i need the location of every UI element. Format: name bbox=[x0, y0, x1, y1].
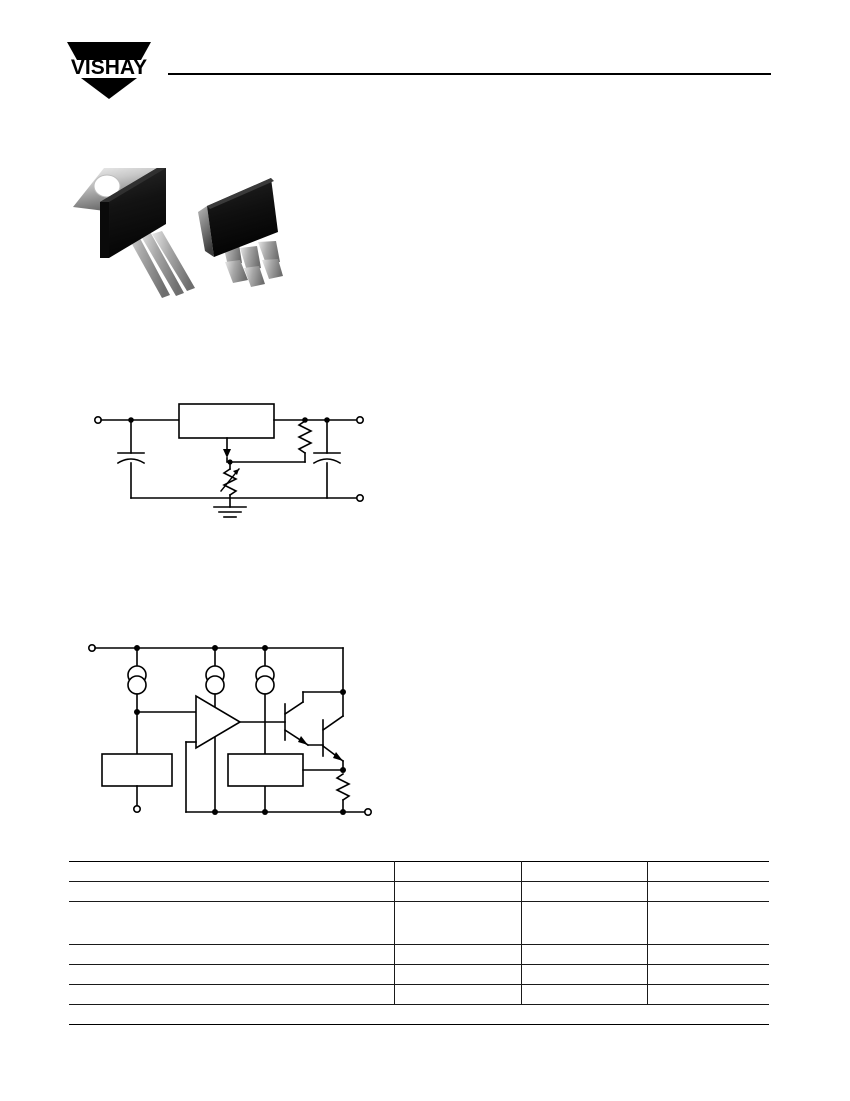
table-cell bbox=[521, 901, 648, 945]
vishay-logo: VISHAY bbox=[55, 40, 163, 100]
q2-emitter-arrow bbox=[333, 752, 343, 761]
package-photos bbox=[62, 162, 312, 310]
sense-node-dot bbox=[340, 767, 346, 773]
fixed-resistor bbox=[297, 419, 313, 455]
table-cell bbox=[394, 944, 522, 965]
header-rule bbox=[168, 73, 771, 75]
collector-node-dot bbox=[340, 689, 346, 695]
table-cell bbox=[394, 984, 522, 1005]
table-row bbox=[69, 901, 769, 945]
table-cell bbox=[647, 944, 769, 965]
table-cell bbox=[69, 861, 395, 882]
reference-block bbox=[101, 753, 173, 787]
d2pak-package bbox=[198, 178, 283, 287]
darlington-transistor-q1 bbox=[283, 691, 344, 747]
adjust-potentiometer bbox=[222, 467, 238, 497]
output-capacitor-curved-plate bbox=[312, 458, 342, 465]
typical-application-circuit bbox=[80, 395, 380, 525]
bottom-node-1 bbox=[212, 809, 218, 815]
q1-emitter-arrow bbox=[298, 736, 308, 745]
ground-return-terminal bbox=[355, 494, 364, 503]
table-cell bbox=[521, 861, 648, 882]
internal-block-diagram bbox=[80, 632, 390, 828]
table-cell bbox=[69, 964, 395, 985]
to-220-package bbox=[73, 168, 195, 298]
darlington-transistor-q2 bbox=[307, 714, 345, 763]
table-cell bbox=[647, 861, 769, 882]
table-row bbox=[69, 861, 769, 882]
table-cell bbox=[394, 901, 522, 945]
table-row bbox=[69, 984, 769, 1005]
table-cell bbox=[521, 881, 648, 902]
table-cell bbox=[647, 881, 769, 902]
adjust-arrow-icon bbox=[223, 449, 231, 458]
table-row bbox=[69, 944, 769, 965]
spec-table-body bbox=[69, 861, 769, 1005]
table-cell bbox=[521, 964, 648, 985]
ground-symbol bbox=[213, 506, 247, 518]
current-source-1 bbox=[127, 647, 147, 713]
block-ground-terminal bbox=[132, 805, 141, 814]
table-cell bbox=[521, 984, 648, 1005]
input-capacitor-curved-plate bbox=[116, 458, 146, 465]
output-terminal bbox=[355, 415, 364, 424]
vishay-wordmark: VISHAY bbox=[71, 56, 147, 79]
table-row bbox=[69, 881, 769, 902]
current-source-3 bbox=[255, 647, 275, 813]
spec-table bbox=[69, 861, 769, 1027]
table-cell bbox=[394, 861, 522, 882]
table-cell bbox=[394, 881, 522, 902]
spec-table-grid bbox=[69, 861, 769, 1005]
output-node-dot-1 bbox=[302, 417, 308, 423]
error-amplifier bbox=[195, 694, 242, 750]
table-cell bbox=[69, 984, 395, 1005]
table-cell bbox=[394, 964, 522, 985]
bottom-node-3 bbox=[340, 809, 346, 815]
table-cell bbox=[647, 984, 769, 1005]
table-cell bbox=[69, 944, 395, 965]
table-cell bbox=[521, 944, 648, 965]
table-cell bbox=[69, 901, 395, 945]
regulator-block bbox=[178, 403, 275, 439]
protection-block bbox=[227, 753, 304, 787]
table-cell bbox=[647, 901, 769, 945]
wiper-arrow-icon bbox=[233, 469, 239, 475]
table-cell bbox=[69, 881, 395, 902]
table-cell bbox=[647, 964, 769, 985]
block-output-terminal bbox=[363, 808, 372, 817]
footer-rule bbox=[69, 1024, 769, 1025]
bottom-node-2 bbox=[262, 809, 268, 815]
sense-resistor bbox=[335, 772, 351, 802]
table-row bbox=[69, 964, 769, 985]
